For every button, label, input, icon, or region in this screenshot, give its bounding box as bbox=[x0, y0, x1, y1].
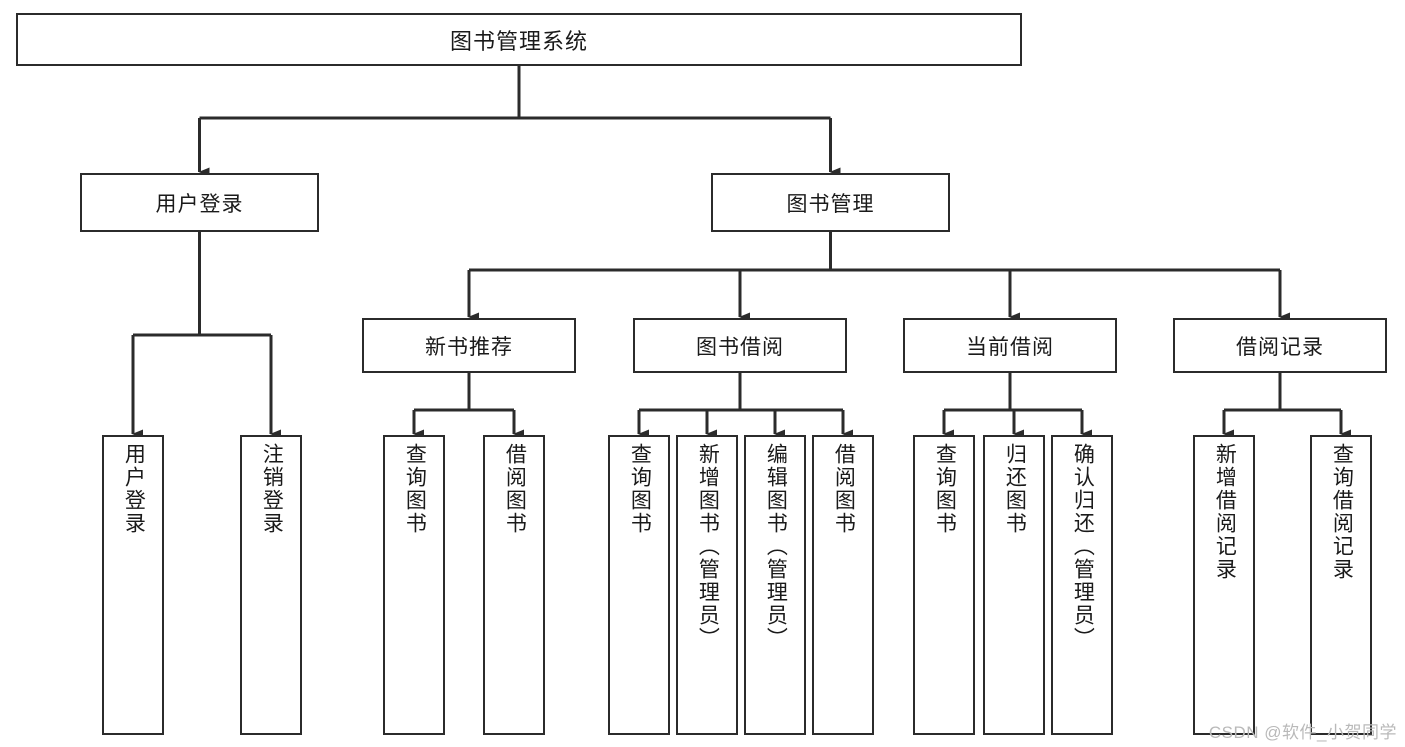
connector-lines bbox=[131, 66, 1351, 439]
node-newbook[interactable]: 新书推荐 bbox=[362, 318, 576, 373]
node-l2[interactable]: 注销登录 bbox=[240, 435, 302, 735]
node-label: 图书借阅 bbox=[696, 335, 784, 359]
node-c3[interactable]: 确认归还（管理员） bbox=[1051, 435, 1113, 735]
csdn-watermark: CSDN @软件_小贺同学 bbox=[1208, 723, 1397, 742]
node-label: 当前借阅 bbox=[966, 335, 1054, 359]
node-r2[interactable]: 查询借阅记录 bbox=[1310, 435, 1372, 735]
node-label: 查询图书 bbox=[933, 443, 957, 535]
node-label: 图书管理系统 bbox=[449, 28, 588, 54]
node-label: 查询图书 bbox=[403, 443, 427, 535]
node-label: 归还图书 bbox=[1003, 443, 1027, 535]
node-bookmgmt[interactable]: 图书管理 bbox=[711, 173, 950, 232]
node-l1[interactable]: 用户登录 bbox=[102, 435, 164, 735]
node-label: 借阅记录 bbox=[1236, 335, 1324, 359]
node-label: 图书管理 bbox=[786, 192, 875, 216]
node-borrow[interactable]: 图书借阅 bbox=[633, 318, 847, 373]
node-label: 新增借阅记录 bbox=[1213, 443, 1237, 581]
node-label: 用户登录 bbox=[155, 192, 244, 216]
node-n2[interactable]: 借阅图书 bbox=[483, 435, 545, 735]
node-c1[interactable]: 查询图书 bbox=[913, 435, 975, 735]
node-current[interactable]: 当前借阅 bbox=[903, 318, 1117, 373]
node-label: 借阅图书 bbox=[832, 443, 856, 535]
node-label: 确认归还（管理员） bbox=[1071, 443, 1095, 650]
node-label: 用户登录 bbox=[122, 443, 146, 535]
node-label: 新增图书（管理员） bbox=[696, 443, 720, 650]
node-root[interactable]: 图书管理系统 bbox=[16, 13, 1022, 66]
node-b1[interactable]: 查询图书 bbox=[608, 435, 670, 735]
node-login[interactable]: 用户登录 bbox=[80, 173, 319, 232]
node-label: 编辑图书（管理员） bbox=[764, 443, 788, 650]
node-label: 查询图书 bbox=[628, 443, 652, 535]
node-c2[interactable]: 归还图书 bbox=[983, 435, 1045, 735]
node-label: 借阅图书 bbox=[503, 443, 527, 535]
node-label: 注销登录 bbox=[260, 443, 284, 535]
node-label: 新书推荐 bbox=[425, 335, 513, 359]
node-b2[interactable]: 新增图书（管理员） bbox=[676, 435, 738, 735]
node-records[interactable]: 借阅记录 bbox=[1173, 318, 1387, 373]
node-label: 查询借阅记录 bbox=[1330, 443, 1354, 581]
node-b3[interactable]: 编辑图书（管理员） bbox=[744, 435, 806, 735]
node-n1[interactable]: 查询图书 bbox=[383, 435, 445, 735]
node-b4[interactable]: 借阅图书 bbox=[812, 435, 874, 735]
node-r1[interactable]: 新增借阅记录 bbox=[1193, 435, 1255, 735]
